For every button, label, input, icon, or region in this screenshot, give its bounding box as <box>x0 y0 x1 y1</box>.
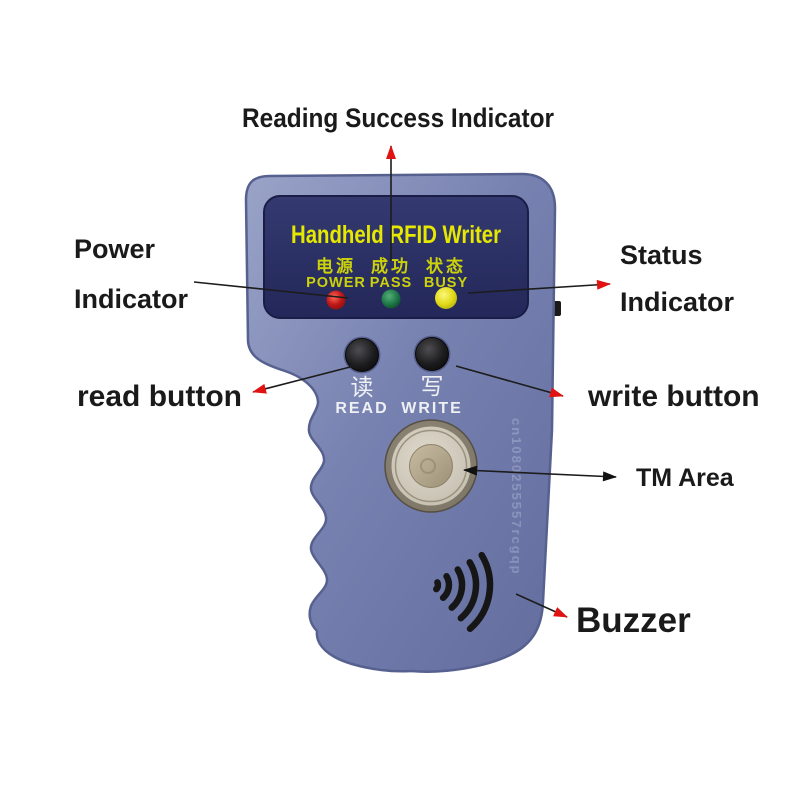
rfid-writer-device: cn1080255557rcgqp Handheld RFID Writer 电… <box>244 172 561 673</box>
tm-area-label: TM Area <box>636 464 735 492</box>
read-pushbutton <box>345 338 379 372</box>
device-title: Handheld RFID Writer <box>291 221 501 249</box>
pass-label-cn: 成功 <box>371 256 411 276</box>
power-indicator-leader <box>193 281 349 299</box>
tm-area-leader <box>463 465 617 482</box>
write-button-leader <box>455 365 564 398</box>
tm-contact-area <box>384 419 478 513</box>
status-indicator-label-line1: Status <box>620 240 703 270</box>
label-panel <box>263 195 529 319</box>
read-button-label: read button <box>77 380 242 413</box>
write-label-cn: 写 <box>421 373 444 399</box>
power-label-cn: 电源 <box>316 256 356 276</box>
write-label-en: WRITE <box>401 400 463 417</box>
write-button-label: write button <box>587 380 760 413</box>
reading-success-indicator-label: Reading Success Indicator <box>242 103 554 133</box>
buzzer-label: Buzzer <box>576 601 691 640</box>
read-label-cn: 读 <box>351 374 374 400</box>
buzzer-icon <box>433 551 494 633</box>
status-indicator-label-line2: Indicator <box>620 287 735 317</box>
busy-label-en: BUSY <box>424 275 468 291</box>
power-indicator-label-line1: Power <box>74 234 156 264</box>
annotation-lines <box>193 145 617 618</box>
power-indicator-label-line2: Indicator <box>74 284 189 314</box>
buzzer-leader <box>515 593 568 618</box>
pass-label-en: PASS <box>370 275 412 291</box>
status-indicator-leader <box>467 279 611 294</box>
pass-led-icon <box>381 289 401 309</box>
power-led-icon <box>326 290 346 310</box>
read-button-leader <box>252 365 355 394</box>
body-watermark: cn1080255557rcgqp <box>509 418 524 576</box>
read-label-en: READ <box>335 400 388 417</box>
write-pushbutton <box>415 337 449 371</box>
busy-led-icon <box>435 287 457 309</box>
busy-label-cn: 状态 <box>426 256 466 276</box>
annotation-labels: Reading Success Indicator Power Indicato… <box>74 103 760 640</box>
power-label-en: POWER <box>306 275 366 291</box>
